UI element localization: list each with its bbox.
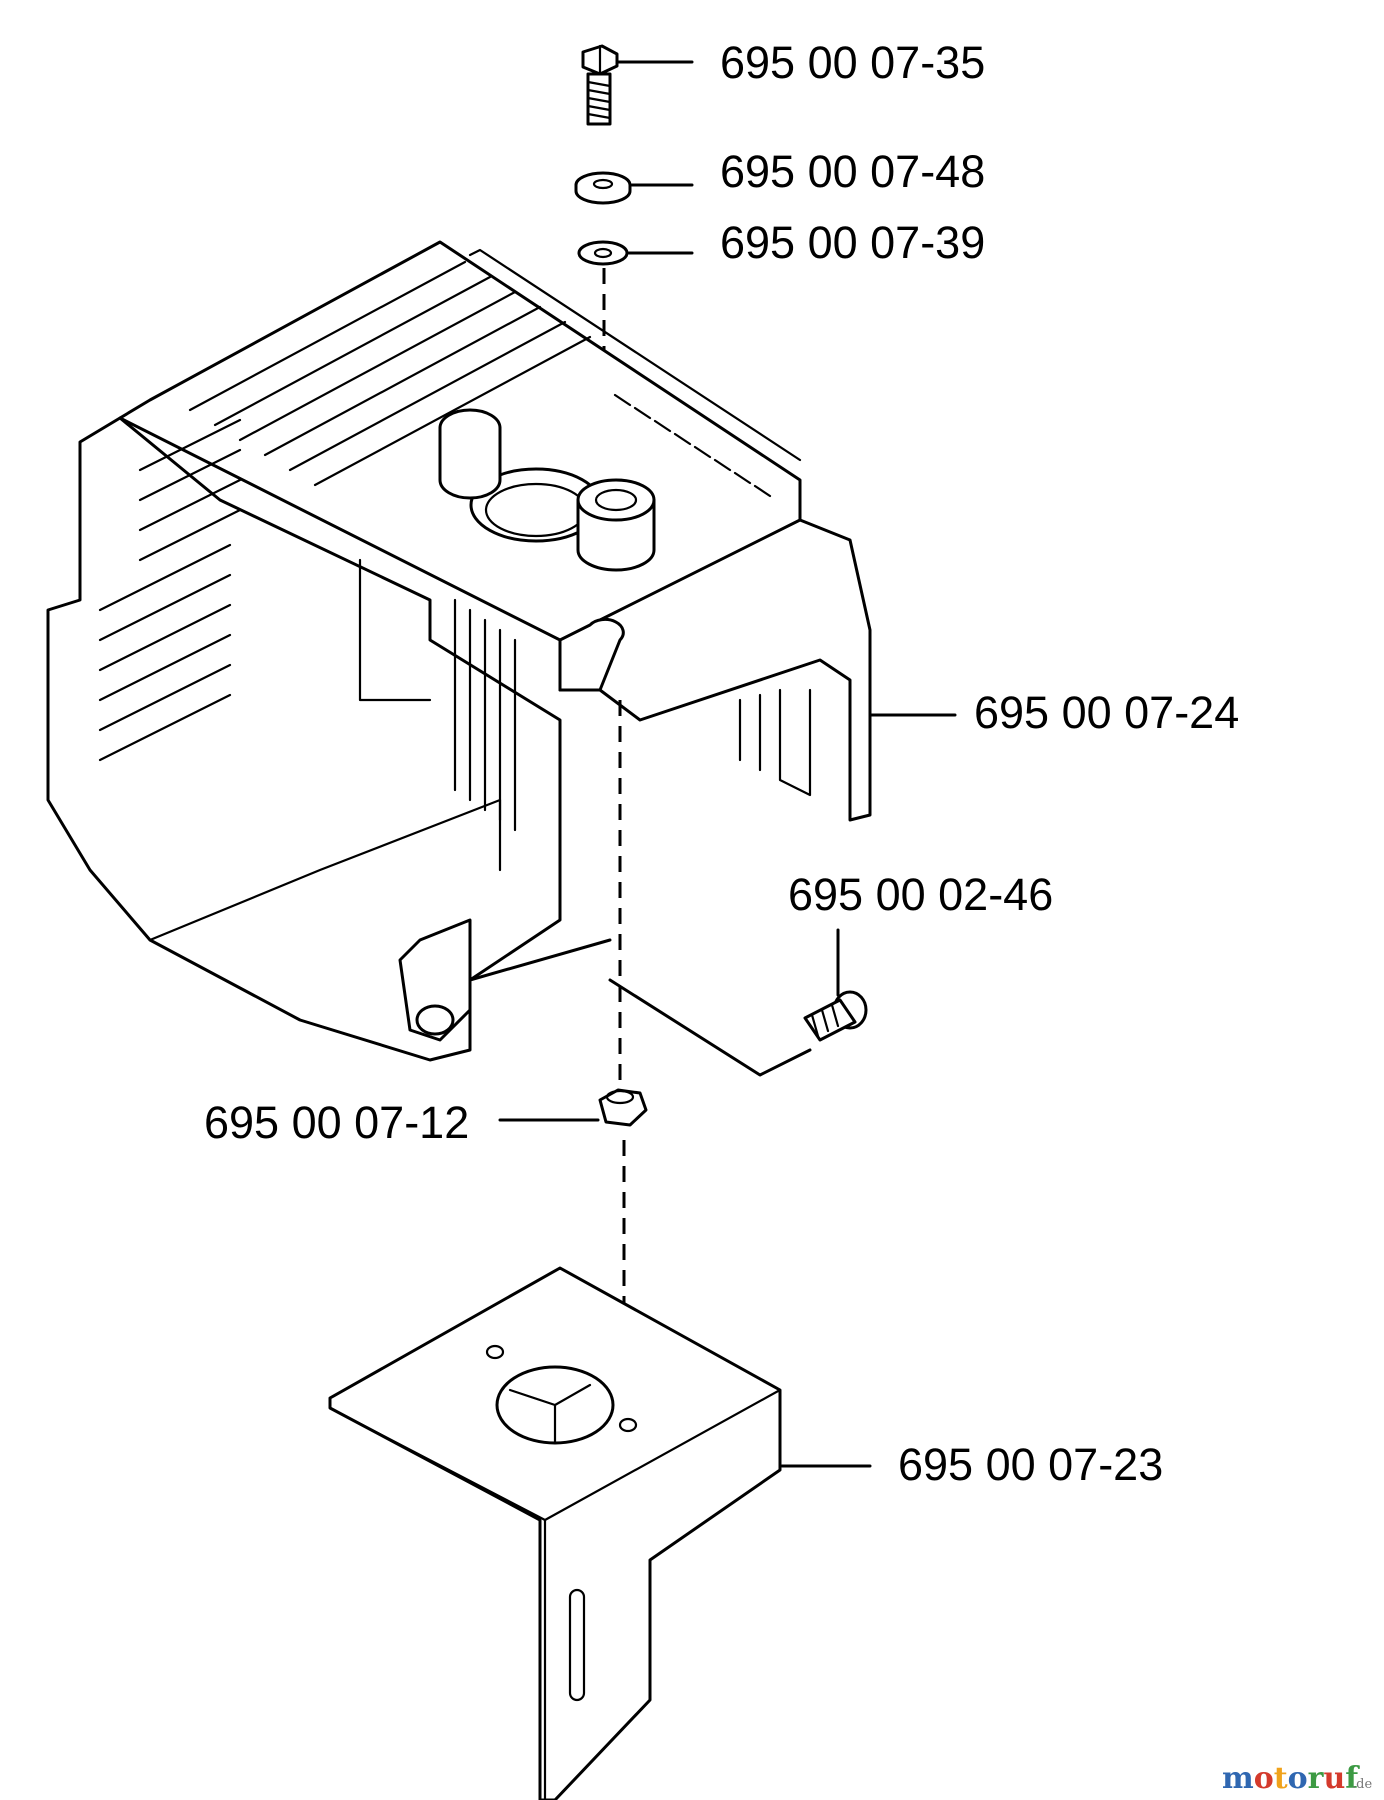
screw-695-00-07-35 <box>581 44 694 126</box>
watermark-letter: u <box>1323 1761 1345 1796</box>
heat-shield-695-00-07-23 <box>328 1266 872 1800</box>
watermark-letter: o <box>1288 1761 1308 1796</box>
brand-watermark: motoruf .de <box>1222 1761 1372 1796</box>
cylinder-cover-695-00-07-24 <box>46 240 957 1077</box>
svg-text:motoruf: motoruf <box>1222 1761 1360 1796</box>
part-number-label: 695 00 07-39 <box>720 217 985 268</box>
watermark-letter: o <box>1254 1761 1274 1796</box>
washer-695-00-07-39 <box>577 240 694 266</box>
part-number-label: 695 00 07-35 <box>720 37 985 88</box>
watermark-suffix: .de <box>1352 1777 1372 1792</box>
washer-695-00-07-48 <box>574 171 694 205</box>
part-number-label: 695 00 07-48 <box>720 146 985 197</box>
part-number-label: 695 00 07-12 <box>204 1097 469 1148</box>
watermark-letter: t <box>1274 1761 1288 1796</box>
part-number-label: 695 00 07-23 <box>898 1439 1163 1490</box>
screw-695-00-02-46 <box>803 928 868 1042</box>
part-number-label: 695 00 07-24 <box>974 687 1239 738</box>
watermark-letter: r <box>1308 1761 1325 1796</box>
watermark-letter: f <box>1345 1761 1360 1796</box>
watermark-letter: m <box>1222 1761 1254 1796</box>
part-number-label: 695 00 02-46 <box>788 869 1053 920</box>
